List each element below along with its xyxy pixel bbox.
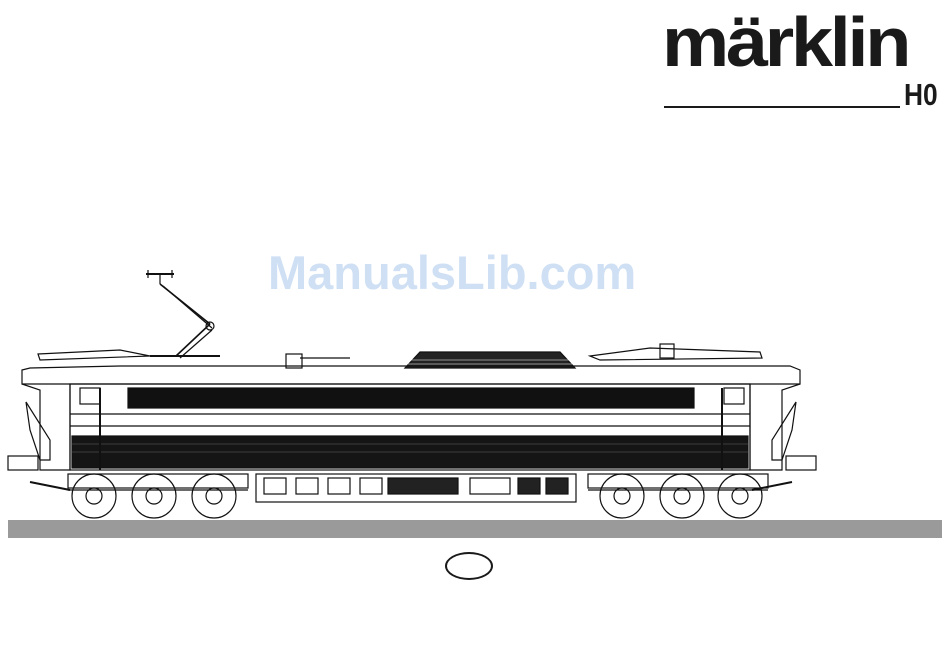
bogie-right — [588, 474, 768, 518]
scale-label: H0 — [904, 78, 938, 112]
divider-band — [8, 520, 942, 538]
locomotive-body — [22, 366, 800, 470]
brand-header: märklin H0 — [662, 2, 944, 112]
pantograph-left — [146, 270, 220, 358]
brand-logo: märklin — [662, 2, 908, 82]
underframe-equipment — [256, 474, 576, 502]
bogie-left — [68, 474, 248, 518]
watermark: ManualsLib.com — [268, 246, 636, 300]
roof-equipment — [38, 344, 762, 368]
language-oval — [445, 552, 493, 580]
brand-rule — [664, 106, 900, 108]
